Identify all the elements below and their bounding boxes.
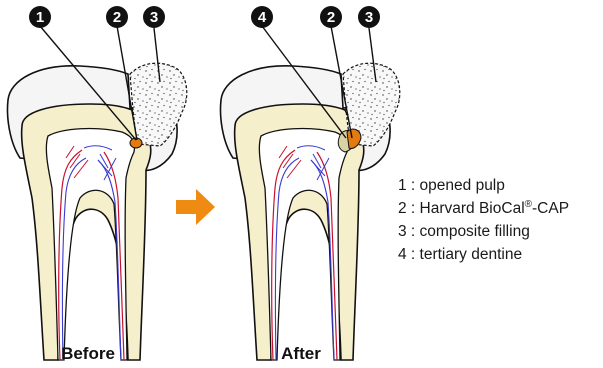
svg-text:4: 4 [258, 9, 267, 26]
legend: 1 : opened pulp 2 : Harvard BioCal®-CAP … [398, 177, 569, 263]
svg-text:1: 1 [36, 9, 44, 26]
badge-2-after: 2 [320, 6, 342, 28]
legend-item-3: 3 : composite filling [398, 223, 530, 240]
before-after-arrow [176, 189, 215, 225]
legend-item-2: 2 : Harvard BioCal®-CAP [398, 199, 569, 217]
badge-3-after: 3 [358, 6, 380, 28]
badge-3-before: 3 [143, 6, 165, 28]
svg-text:2: 2 [113, 9, 121, 26]
svg-text:2: 2 [327, 9, 335, 26]
after-caption: After [281, 344, 321, 363]
before-tooth [8, 63, 187, 360]
after-tooth [221, 63, 400, 360]
legend-item-2-tail: -CAP [532, 200, 569, 217]
before-caption: Before [61, 344, 115, 363]
badge-4: 4 [251, 6, 273, 28]
svg-text:3: 3 [150, 9, 158, 26]
legend-item-1: 1 : opened pulp [398, 177, 505, 194]
badge-1: 1 [29, 6, 51, 28]
badge-2-before: 2 [106, 6, 128, 28]
legend-item-4: 4 : tertiary dentine [398, 246, 522, 263]
svg-text:3: 3 [365, 9, 373, 26]
legend-item-2-main: 2 : Harvard BioCal [398, 200, 525, 217]
